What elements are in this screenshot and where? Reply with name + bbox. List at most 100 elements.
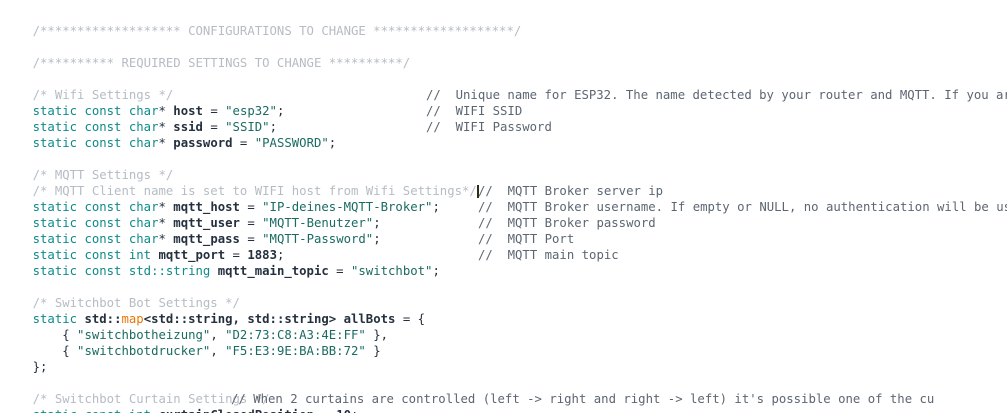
semicolon: ; — [276, 104, 285, 118]
number-literal: 1883 — [247, 248, 277, 262]
string-literal: "SSID" — [225, 120, 270, 134]
block-close: }; — [32, 360, 48, 374]
string-literal: "MQTT-Password" — [262, 232, 374, 246]
pointer-star: * — [158, 136, 174, 150]
inline-comment: // MQTT Broker server ip — [478, 184, 664, 198]
inline-comment: // MQTT Broker username. If empty or NUL… — [478, 200, 1007, 214]
type-map: map — [121, 312, 144, 326]
code-line[interactable]: static const char* mqtt_pass = "MQTT-Pas… — [0, 215, 1007, 246]
template-args: <std::string, std::string> — [143, 312, 344, 326]
pointer-star: * — [158, 216, 174, 230]
identifier: mqtt_pass — [173, 232, 240, 246]
inline-comment: // MQTT Port — [478, 232, 575, 246]
section-comment-wifi: /* Wifi Settings */ — [32, 88, 174, 102]
close-brace: } — [365, 328, 381, 342]
code-line[interactable]: }; — [0, 343, 1007, 374]
identifier: allBots — [343, 312, 396, 326]
code-line[interactable]: { "switchbotdrucker", "F5:E3:9E:BA:BB:72… — [0, 327, 1007, 358]
code-line[interactable]: { "switchbotheizung", "D2:73:C8:A3:4E:FF… — [0, 311, 1007, 342]
code-line[interactable]: /* Switchbot Bot Settings */ — [0, 279, 1007, 310]
code-line[interactable]: /******************* CONFIGURATIONS TO C… — [0, 7, 1007, 38]
code-line[interactable]: static const char* host = "esp32"; // Un… — [0, 87, 1007, 118]
keyword: static const char — [32, 136, 159, 150]
code-line[interactable]: static const char* password = "PASSWORD"… — [0, 119, 1007, 150]
code-line[interactable]: /* MQTT Settings */ — [0, 151, 1007, 182]
code-line[interactable]: /* MQTT Client name is set to WIFI host … — [0, 167, 1007, 198]
semicolon: ; — [351, 408, 358, 413]
pointer-star: * — [158, 232, 174, 246]
keyword: static — [32, 312, 85, 326]
code-line[interactable]: static const int curtainClosedPosition =… — [0, 391, 1007, 413]
section-comment-curtain: /* Switchbot Curtain Settings */ — [32, 392, 270, 406]
semicolon: ; — [432, 264, 440, 278]
code-line[interactable]: static const std::string mqtt_main_topic… — [0, 247, 1007, 278]
code-line[interactable]: /********** REQUIRED SETTINGS TO CHANGE … — [0, 39, 1007, 70]
semicolon: ; — [373, 216, 381, 230]
identifier: mqtt_user — [173, 216, 240, 230]
bot-mac: "F5:E3:9E:BA:BB:72" — [225, 344, 366, 358]
section-comment-mqtt-client: /* MQTT Client name is set to WIFI host … — [32, 184, 477, 198]
pointer-star: * — [158, 200, 174, 214]
bot-mac: "D2:73:C8:A3:4E:FF" — [225, 328, 366, 342]
comma: , — [210, 328, 226, 342]
code-line[interactable]: static const char* mqtt_user = "MQTT-Ben… — [0, 199, 1007, 230]
semicolon: ; — [276, 248, 285, 262]
semicolon: ; — [269, 120, 277, 134]
number-literal: 10 — [336, 408, 351, 413]
keyword: static const char — [32, 104, 159, 118]
keyword: static const char — [32, 120, 159, 134]
code-line[interactable]: static std::map<std::string, std::string… — [0, 295, 1007, 326]
keyword: static const char — [32, 200, 159, 214]
section-comment-bot: /* Switchbot Bot Settings */ — [32, 296, 240, 310]
inline-comment: // WIFI SSID — [426, 104, 523, 118]
operator: = — [202, 120, 226, 134]
inline-comment: // When 2 curtains are controlled (left … — [231, 392, 935, 406]
operator: = — [239, 216, 263, 230]
code-line-blank — [0, 263, 1007, 279]
code-line-blank — [0, 135, 1007, 151]
operator: = — [239, 232, 263, 246]
indent-open-brace: { — [32, 328, 78, 342]
code-line-clipped[interactable] — [0, 407, 1007, 413]
open-brace: { — [417, 312, 426, 326]
text-caret — [477, 185, 479, 198]
keyword: static const int — [32, 248, 152, 262]
code-line[interactable]: /* Wifi Settings */ — [0, 71, 1007, 102]
code-line[interactable]: static const int mqtt_port = 1883; // MQ… — [0, 231, 1007, 262]
operator: = — [328, 264, 351, 278]
inline-comment: // WIFI Password — [426, 120, 552, 134]
operator: = — [232, 136, 255, 150]
string-literal: "esp32" — [225, 104, 277, 118]
inline-comment: // MQTT Broker password — [478, 216, 656, 230]
code-line[interactable]: static const char* mqtt_host = "IP-deine… — [0, 183, 1007, 214]
pointer-star: * — [158, 104, 174, 118]
identifier: host — [173, 104, 203, 118]
pointer-star: * — [158, 120, 174, 134]
inline-comment: // Unique name for ESP32. The name detec… — [426, 88, 1007, 102]
string-literal: "PASSWORD" — [254, 136, 329, 150]
keyword: static const std::string — [32, 264, 211, 278]
identifier: mqtt_main_topic — [217, 264, 329, 278]
inline-comment: // MQTT main topic — [478, 248, 619, 262]
code-line[interactable]: static const char* ssid = "SSID"; // WIF… — [0, 103, 1007, 134]
indent-open-brace: { — [32, 344, 78, 358]
trailing-comma: , — [380, 328, 389, 342]
identifier: ssid — [173, 120, 203, 134]
code-line[interactable]: /* Switchbot Curtain Settings */ — [0, 375, 1007, 406]
semicolon: ; — [432, 200, 440, 214]
block-comment: /******************* CONFIGURATIONS TO C… — [32, 24, 522, 38]
block-comment: /********** REQUIRED SETTINGS TO CHANGE … — [32, 56, 411, 70]
keyword: static const int — [33, 408, 151, 413]
section-comment-mqtt: /* MQTT Settings */ — [32, 168, 174, 182]
code-line-blank — [0, 23, 1007, 39]
string-literal: "IP-deines-MQTT-Broker" — [262, 200, 433, 214]
identifier: password — [173, 136, 233, 150]
string-literal: "MQTT-Benutzer" — [262, 216, 374, 230]
operator: = — [202, 104, 226, 118]
code-line-blank — [0, 359, 1007, 375]
code-line-blank — [0, 55, 1007, 71]
operator: = — [239, 200, 263, 214]
bot-key: "switchbotdrucker" — [77, 344, 211, 358]
close-brace: } — [365, 344, 381, 358]
